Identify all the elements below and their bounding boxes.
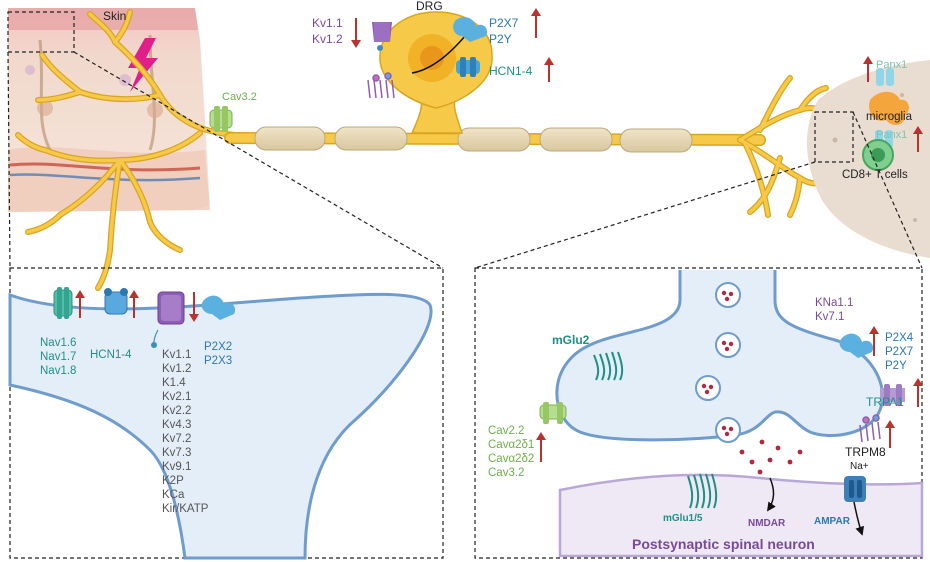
trpm8-channel-icon bbox=[859, 414, 881, 443]
cav-channel-label: Cav3.2 bbox=[488, 467, 525, 480]
drg-p2-label: P2Y bbox=[489, 31, 512, 46]
kna-channel-list: KNa1.1 Kv7.1 bbox=[815, 296, 853, 324]
k-channel-label: Kv7.2 bbox=[162, 433, 192, 446]
zoom-connector-lines bbox=[7, 51, 923, 269]
k-channel-label: Kv2.1 bbox=[162, 391, 192, 404]
spinal-arrows bbox=[863, 56, 923, 152]
cav-channel-list: Cav2.2 Cavα2δ1 Cavα2δ2 Cav3.2 bbox=[488, 424, 534, 480]
myelin-sheaths bbox=[254, 126, 693, 153]
p2x-channel-label: P2X3 bbox=[204, 355, 233, 368]
microglia-icon bbox=[869, 91, 909, 125]
nav-channel-label: Nav1.6 bbox=[40, 337, 77, 349]
p2x-channel-label: P2X2 bbox=[204, 341, 233, 353]
panx1-bottom-label: Panx1 bbox=[876, 129, 908, 141]
trpa1-label: TRPA1 bbox=[866, 395, 904, 409]
nav-channel-label: Nav1.7 bbox=[40, 351, 77, 364]
right-panel-arrows bbox=[536, 326, 923, 462]
p2-receptor-label: P2X4 bbox=[885, 332, 914, 344]
microglia-label: microglia bbox=[866, 111, 913, 123]
hcn-channel-icon bbox=[104, 288, 128, 315]
hcn-label: HCN1-4 bbox=[90, 349, 132, 361]
released-neurotransmitter bbox=[739, 439, 803, 475]
cd8-t-cells-label: CD8+ T cells bbox=[842, 169, 908, 181]
cav32-dendrite-icon bbox=[209, 106, 233, 132]
k-channel-label: Kv2.2 bbox=[162, 405, 192, 418]
mglu15-receptor-icon bbox=[687, 473, 718, 509]
na-ion-label: Na+ bbox=[850, 461, 869, 472]
vesicle bbox=[715, 332, 741, 358]
lightning-stimulus-icon bbox=[128, 38, 158, 92]
drg-kv-label: Kv1.1 bbox=[312, 16, 343, 30]
mglu2-receptor-icon bbox=[593, 351, 624, 381]
cav-channel-label: Cavα2δ2 bbox=[488, 453, 535, 466]
drg-p2-labels: P2X7 P2Y bbox=[489, 16, 518, 47]
cav-channel-label: Cav2.2 bbox=[488, 425, 525, 437]
kna-channel-label: Kv7.1 bbox=[815, 311, 845, 324]
k-channel-label: K2P bbox=[162, 475, 184, 488]
k-channel-list: Kv1.1 Kv1.2 K1.4 Kv2.1 Kv2.2 Kv4.3 Kv7.2… bbox=[162, 348, 208, 516]
mglu2-label: mGlu2 bbox=[552, 333, 590, 347]
cav-channel-label: Cavα2δ1 bbox=[488, 439, 535, 452]
synaptic-vesicles bbox=[695, 282, 741, 443]
trpa1-channel-icon bbox=[880, 384, 905, 406]
postsynaptic-membrane bbox=[558, 473, 924, 558]
postsynaptic-neuron-title: Postsynaptic spinal neuron bbox=[632, 536, 815, 552]
right-zoom-panel bbox=[474, 267, 923, 559]
drg-hcn-label: HCN1-4 bbox=[489, 64, 533, 78]
spinal-zoom-box bbox=[814, 111, 854, 163]
nav-channel-list: Nav1.6 Nav1.7 Nav1.8 bbox=[40, 336, 76, 378]
ampar-receptor-icon bbox=[844, 476, 866, 502]
k-channel-icon bbox=[151, 291, 185, 348]
receptor-signal-arrows bbox=[766, 477, 864, 536]
trp-channel-drg-icon bbox=[367, 72, 395, 99]
k-channel-label: Kv7.3 bbox=[162, 447, 192, 460]
p2x-channel-icon bbox=[201, 295, 236, 320]
p2x-channel-right-icon bbox=[839, 333, 874, 358]
left-panel-arrows bbox=[75, 290, 199, 322]
k-channel-label: Kv9.1 bbox=[162, 461, 192, 474]
nav-channel-icon bbox=[53, 287, 73, 319]
p2-receptor-label: P2X7 bbox=[885, 346, 914, 359]
drg-kv-labels: Kv1.1 Kv1.2 bbox=[312, 16, 343, 47]
vesicle bbox=[715, 417, 741, 443]
skin-label: Skin bbox=[103, 9, 127, 23]
hcn-channel-drg-icon bbox=[456, 57, 480, 77]
p2-receptor-list: P2X4 P2X7 P2Y bbox=[885, 331, 913, 373]
nmdar-label: NMDAR bbox=[748, 518, 786, 529]
drg-p2-label: P2X7 bbox=[489, 16, 519, 30]
k-channel-label: Kir/KATP bbox=[162, 503, 209, 516]
cav32-dendrite-label: Cav3.2 bbox=[222, 91, 257, 103]
drg-label: DRG bbox=[416, 0, 443, 13]
nav-channel-label: Nav1.8 bbox=[40, 365, 77, 378]
skin-tissue bbox=[8, 8, 210, 212]
panx1-top-icon bbox=[876, 68, 894, 86]
p2x-channel-drg-icon bbox=[453, 17, 488, 42]
trpm8-label: TRPM8 bbox=[845, 445, 886, 459]
k-channel-label: Kv4.3 bbox=[162, 419, 192, 432]
cav-channel-right-icon bbox=[539, 402, 567, 424]
vesicle bbox=[715, 282, 741, 308]
k-channel-label: KCa bbox=[162, 489, 185, 502]
p2-receptor-label: P2Y bbox=[885, 360, 907, 373]
drg-arrows bbox=[351, 8, 554, 82]
vesicle bbox=[695, 375, 721, 401]
mglu15-label: mGlu1/5 bbox=[663, 513, 703, 524]
k-channel-label: Kv1.2 bbox=[162, 363, 192, 376]
k-channel-label: Kv1.1 bbox=[162, 349, 192, 361]
kv-channel-drg-icon bbox=[372, 22, 392, 51]
drg-kv-label: Kv1.2 bbox=[312, 31, 343, 46]
axon-terminal-membrane bbox=[8, 292, 433, 560]
k-channel-label: K1.4 bbox=[162, 377, 186, 390]
panx1-top-label: Panx1 bbox=[876, 59, 908, 71]
kna-channel-label: KNa1.1 bbox=[815, 297, 854, 309]
p2x-channel-list: P2X2 P2X3 bbox=[204, 340, 232, 368]
ampar-label: AMPAR bbox=[814, 516, 850, 527]
skin-zoom-box bbox=[7, 11, 75, 53]
